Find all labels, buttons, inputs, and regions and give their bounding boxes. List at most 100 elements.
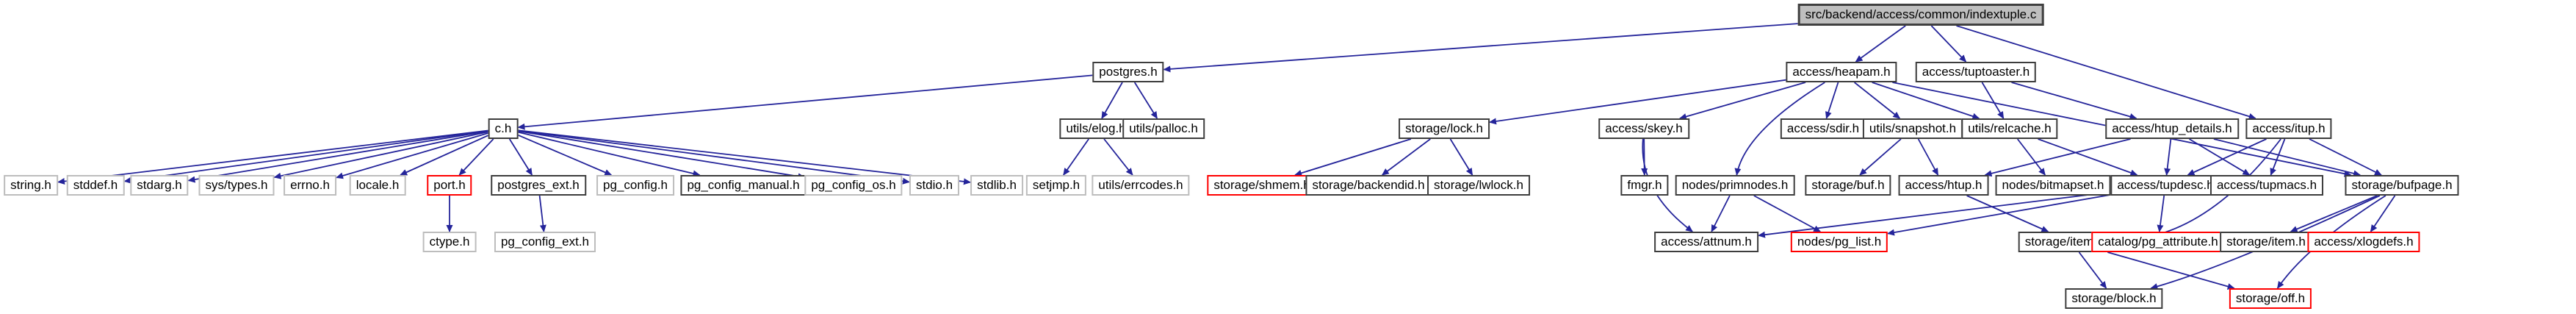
graph-node-elog_h[interactable]: utils/elog.h <box>1059 118 1133 139</box>
edge-c_h-to-pg_config_h <box>518 134 613 176</box>
edge-tuptoaster_h-to-htup_details_h <box>2011 82 2137 120</box>
graph-node-locale_h[interactable]: locale.h <box>349 175 406 196</box>
edge-heapam_h-to-relcache_h <box>1872 82 1980 120</box>
graph-node-htup_details_h[interactable]: access/htup_details.h <box>2105 118 2239 139</box>
graph-node-backendid_h[interactable]: storage/backendid.h <box>1305 175 1432 196</box>
graph-node-c_h[interactable]: c.h <box>488 118 519 139</box>
graph-node-pg_config_h[interactable]: pg_config.h <box>596 175 674 196</box>
edge-c_h-to-stddef_h <box>123 129 488 184</box>
edge-elog_h-to-setjmp_h <box>1063 138 1089 176</box>
edge-indextuple_c-to-heapam_h <box>1855 25 1906 63</box>
graph-node-item_h[interactable]: storage/item.h <box>2220 232 2312 252</box>
edge-heapam_h-to-lock_h <box>1489 79 1786 125</box>
edge-c_h-to-errno_h <box>336 132 488 179</box>
edge-lock_h-to-backendid_h <box>1381 138 1431 176</box>
edge-c_h-to-stdlib_h <box>518 129 971 185</box>
edge-htup_h-to-itemptr_h <box>1966 195 2049 232</box>
graph-node-bufpage_h[interactable]: storage/bufpage.h <box>2345 175 2459 196</box>
edge-bufpage_h-to-item_h <box>2290 195 2378 232</box>
edge-heapam_h-to-skey_h <box>1678 82 1806 120</box>
graph-node-shmem_h[interactable]: storage/shmem.h <box>1207 175 1317 196</box>
graph-node-setjmp_h[interactable]: setjmp.h <box>1025 175 1087 196</box>
graph-node-lock_h[interactable]: storage/lock.h <box>1399 118 1490 139</box>
graph-node-pg_config_ext_h[interactable]: pg_config_ext.h <box>494 232 596 252</box>
edge-tupdesc_h-to-pg_attribute_h <box>2157 195 2165 232</box>
graph-node-port_h[interactable]: port.h <box>427 175 472 196</box>
graph-node-skey_h[interactable]: access/skey.h <box>1598 118 1689 139</box>
graph-node-postgres_ext_h[interactable]: postgres_ext.h <box>491 175 586 196</box>
edge-primnodes_h-to-pg_list_h <box>1753 195 1822 232</box>
edge-c_h-to-postgres_ext_h <box>508 138 533 176</box>
graph-node-tupmacs_h[interactable]: access/tupmacs.h <box>2209 175 2324 196</box>
edge-indextuple_c-to-postgres_h <box>1163 23 1798 73</box>
graph-node-block_h[interactable]: storage/block.h <box>2065 288 2163 309</box>
edge-heapam_h-to-sdir_h <box>1825 82 1839 119</box>
graph-node-postgres_h[interactable]: postgres.h <box>1092 62 1164 82</box>
edge-postgres_h-to-elog_h <box>1101 82 1123 119</box>
graph-node-off_h[interactable]: storage/off.h <box>2229 288 2312 309</box>
edge-c_h-to-port_h <box>458 138 494 176</box>
graph-node-attnum_h[interactable]: access/attnum.h <box>1654 232 1758 252</box>
graph-node-relcache_h[interactable]: utils/relcache.h <box>1961 118 2058 139</box>
graph-node-pg_list_h[interactable]: nodes/pg_list.h <box>1790 232 1888 252</box>
graph-node-pg_config_manual_h[interactable]: pg_config_manual.h <box>680 175 807 196</box>
edge-c_h-to-stdarg_h <box>187 130 488 183</box>
edge-snapshot_h-to-buf_h <box>1859 138 1902 176</box>
edge-itup_h-to-tupmacs_h <box>2270 138 2286 176</box>
graph-node-itup_h[interactable]: access/itup.h <box>2245 118 2332 139</box>
edge-postgres_h-to-c_h <box>517 74 1093 130</box>
graph-node-fmgr_h[interactable]: fmgr.h <box>1620 175 1669 196</box>
graph-node-indextuple_c[interactable]: src/backend/access/common/indextuple.c <box>1797 4 2044 26</box>
graph-node-htup_h[interactable]: access/htup.h <box>1898 175 1989 196</box>
edge-lock_h-to-lwlock_h <box>1449 138 1473 176</box>
edge-heapam_h-to-primnodes_h <box>1734 82 1825 176</box>
edge-postgres_ext_h-to-pg_config_ext_h <box>538 195 546 232</box>
graph-node-xlogdefs_h[interactable]: access/xlogdefs.h <box>2307 232 2420 252</box>
edge-itup_h-to-bufpage_h <box>2309 138 2382 176</box>
edge-snapshot_h-to-htup_h <box>1917 138 1939 176</box>
graph-node-stdarg_h[interactable]: stdarg.h <box>130 175 189 196</box>
graph-node-stddef_h[interactable]: stddef.h <box>66 175 125 196</box>
graph-node-lwlock_h[interactable]: storage/lwlock.h <box>1427 175 1530 196</box>
edge-skey_h-to-fmgr_h <box>1641 138 1648 176</box>
graph-node-stdio_h[interactable]: stdio.h <box>909 175 960 196</box>
graph-node-tuptoaster_h[interactable]: access/tuptoaster.h <box>1915 62 2037 82</box>
graph-node-pg_config_os_h[interactable]: pg_config_os.h <box>804 175 903 196</box>
graph-node-bitmapset_h[interactable]: nodes/bitmapset.h <box>1995 175 2111 196</box>
graph-node-pg_attribute_h[interactable]: catalog/pg_attribute.h <box>2091 232 2225 252</box>
graph-node-snapshot_h[interactable]: utils/snapshot.h <box>1862 118 1963 139</box>
edge-indextuple_c-to-tuptoaster_h <box>1930 25 1967 63</box>
graph-node-tupdesc_h[interactable]: access/tupdesc.h <box>2110 175 2220 196</box>
edge-htup_details_h-to-tupdesc_h <box>2164 138 2172 176</box>
graph-node-heapam_h[interactable]: access/heapam.h <box>1786 62 1897 82</box>
edge-tuptoaster_h-to-relcache_h <box>1981 82 2005 119</box>
edge-c_h-to-sys_types_h <box>273 131 488 179</box>
edge-relcache_h-to-tupdesc_h <box>2038 138 2138 176</box>
edge-htup_details_h-to-bufpage_h <box>2213 138 2362 177</box>
graph-node-errcodes_h[interactable]: utils/errcodes.h <box>1092 175 1190 196</box>
graph-node-palloc_h[interactable]: utils/palloc.h <box>1122 118 1205 139</box>
edge-c_h-to-locale_h <box>400 135 488 176</box>
graph-node-sdir_h[interactable]: access/sdir.h <box>1780 118 1866 139</box>
edge-itemptr_h-to-off_h <box>2107 251 2235 290</box>
edge-lock_h-to-shmem_h <box>1294 138 1412 176</box>
edge-tupdesc_h-to-pg_list_h <box>1887 194 2111 236</box>
edge-htup_details_h-to-htup_h <box>1984 138 2131 177</box>
edge-primnodes_h-to-attnum_h <box>1711 195 1731 232</box>
edge-itup_h-to-tupdesc_h <box>2187 138 2267 176</box>
graph-node-ctype_h[interactable]: ctype.h <box>422 232 477 252</box>
edge-heapam_h-to-snapshot_h <box>1854 82 1901 119</box>
graph-node-sys_types_h[interactable]: sys/types.h <box>198 175 275 196</box>
graph-node-string_h[interactable]: string.h <box>4 175 58 196</box>
edge-postgres_h-to-palloc_h <box>1133 82 1158 119</box>
edge-elog_h-to-errcodes_h <box>1103 138 1133 176</box>
edge-bufpage_h-to-xlogdefs_h <box>2370 195 2396 232</box>
edge-c_h-to-pg_config_manual_h <box>518 131 701 177</box>
graph-node-stdlib_h[interactable]: stdlib.h <box>970 175 1023 196</box>
graph-node-primnodes_h[interactable]: nodes/primnodes.h <box>1675 175 1795 196</box>
edge-bufpage_h-to-block_h <box>2150 195 2381 290</box>
graph-node-errno_h[interactable]: errno.h <box>284 175 336 196</box>
graph-node-buf_h[interactable]: storage/buf.h <box>1805 175 1891 196</box>
